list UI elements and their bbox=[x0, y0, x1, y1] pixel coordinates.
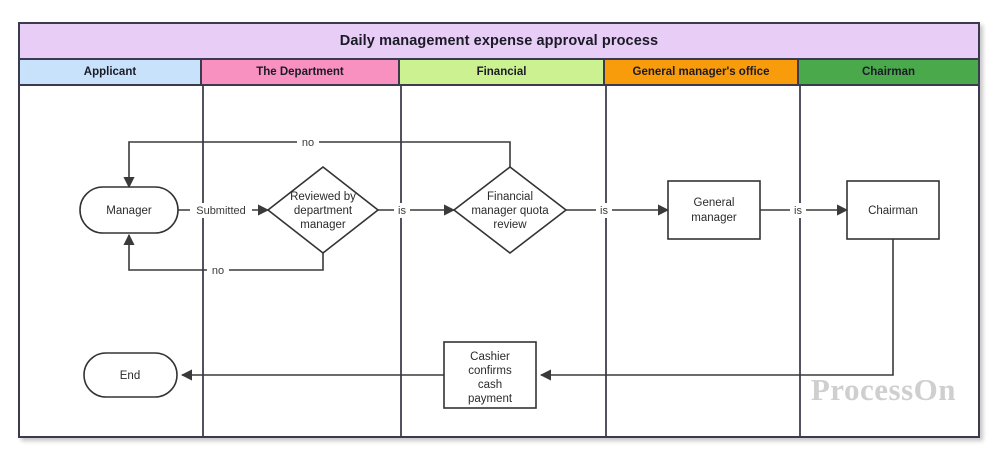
swimlane-diagram: Daily management expense approval proces… bbox=[18, 22, 980, 438]
edge-label-is-1: is bbox=[398, 205, 406, 217]
node-label-gm-line2: manager bbox=[691, 212, 737, 224]
edge-label-is-3: is bbox=[794, 205, 802, 217]
node-label-manager: Manager bbox=[106, 205, 152, 217]
lane-header-applicant[interactable]: Applicant bbox=[20, 60, 202, 84]
lane-label: Applicant bbox=[83, 66, 137, 78]
edge-general-manager-to-chairman: is bbox=[760, 203, 849, 218]
lane-header-general-managers-office[interactable]: General manager's office bbox=[605, 60, 799, 84]
lane-header-the-department[interactable]: The Department bbox=[202, 60, 400, 84]
page-title: Daily management expense approval proces… bbox=[339, 33, 659, 49]
node-label-end: End bbox=[120, 370, 140, 382]
edge-label-is-2: is bbox=[600, 205, 608, 217]
lane-label: Chairman bbox=[861, 66, 916, 78]
edge-label-no-top: no bbox=[302, 137, 314, 149]
node-chairman[interactable]: Chairman bbox=[846, 180, 940, 240]
node-label-cashier-line4: payment bbox=[468, 393, 513, 405]
node-label-cashier-line3: cash bbox=[478, 379, 502, 391]
node-label-cashier-line2: confirms bbox=[468, 365, 512, 377]
lane-divider-3 bbox=[605, 86, 607, 436]
edge-label-no-bottom: no bbox=[212, 265, 224, 277]
node-financial-manager-quota-review[interactable]: Financial manager quota review bbox=[452, 165, 568, 255]
node-label-review-line3: manager bbox=[300, 219, 346, 231]
node-label-review-line2: department bbox=[294, 205, 353, 217]
edge-review-to-quota: is bbox=[378, 203, 456, 218]
node-label-quota-line3: review bbox=[493, 219, 527, 231]
node-reviewed-by-department-manager[interactable]: Reviewed by department manager bbox=[266, 165, 380, 255]
node-label-quota-line2: manager quota bbox=[471, 205, 549, 217]
lane-header-row: Applicant The Department Financial Gener… bbox=[20, 60, 978, 86]
edge-quota-to-manager-no: no bbox=[123, 135, 511, 189]
edge-label-submitted: Submitted bbox=[196, 205, 246, 217]
edge-manager-to-review: Submitted bbox=[178, 203, 270, 218]
lane-header-chairman[interactable]: Chairman bbox=[799, 60, 978, 84]
lane-divider-4 bbox=[799, 86, 801, 436]
lane-label: The Department bbox=[256, 66, 344, 78]
edge-review-to-manager-no: no bbox=[123, 233, 324, 278]
node-end[interactable]: End bbox=[83, 352, 178, 398]
lane-label: Financial bbox=[476, 66, 527, 78]
node-manager[interactable]: Manager bbox=[79, 186, 179, 234]
node-label-chairman: Chairman bbox=[868, 205, 918, 217]
node-general-manager[interactable]: General manager bbox=[667, 180, 761, 240]
diagram-title-band: Daily management expense approval proces… bbox=[20, 24, 978, 60]
node-cashier-confirms-cash-payment[interactable]: Cashier confirms cash payment bbox=[443, 341, 537, 409]
edge-quota-to-general-manager: is bbox=[566, 203, 670, 218]
edge-chairman-to-cashier bbox=[539, 239, 894, 381]
lane-label: General manager's office bbox=[632, 66, 770, 78]
node-label-cashier-line1: Cashier bbox=[470, 351, 510, 363]
processon-watermark: ProcessOn bbox=[810, 372, 956, 407]
lane-header-financial[interactable]: Financial bbox=[400, 60, 605, 84]
node-label-quota-line1: Financial bbox=[487, 191, 533, 203]
flow-canvas: Submitted is is is bbox=[20, 86, 978, 436]
lane-divider-2 bbox=[400, 86, 402, 436]
node-label-gm-line1: General bbox=[694, 197, 735, 209]
node-label-review-line1: Reviewed by bbox=[290, 191, 356, 203]
lane-divider-1 bbox=[202, 86, 204, 436]
flow-graph: Submitted is is is bbox=[79, 135, 940, 409]
